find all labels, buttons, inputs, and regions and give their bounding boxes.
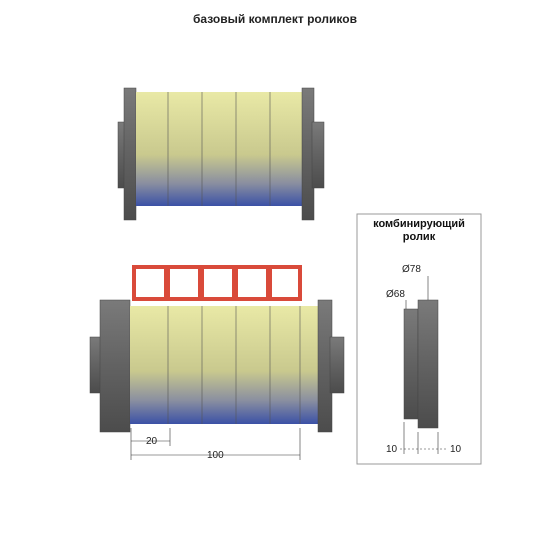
spacer-frames	[132, 265, 302, 301]
dim-label-20: 20	[146, 436, 158, 447]
spacer-frame	[268, 265, 302, 301]
combining-roller-title: комбинирующий ролик	[358, 218, 480, 244]
dim-label-100: 100	[207, 450, 224, 461]
spacer-frame	[132, 265, 168, 301]
spacer-frame	[166, 265, 202, 301]
bottom-roller-assembly	[89, 299, 345, 433]
bottom-dimensions: 20 100	[130, 428, 301, 461]
top-right-axle	[311, 121, 325, 189]
top-roller-body	[136, 92, 304, 206]
combining-roller-large	[417, 299, 439, 429]
bottom-right-axle	[329, 336, 345, 394]
bottom-left-flange	[99, 299, 131, 433]
dim-label-10-right: 10	[450, 444, 462, 455]
top-left-flange	[123, 87, 137, 221]
combining-roller-panel: Ø78 Ø68 10 10	[356, 213, 482, 465]
diagram-title: базовый комплект роликов	[193, 12, 357, 26]
dim-label-10-left: 10	[386, 444, 398, 455]
bottom-roller-body	[130, 306, 320, 424]
dim-label-d78: Ø78	[402, 264, 421, 275]
dim-label-d68: Ø68	[386, 289, 405, 300]
combining-roller-title-line1: комбинирующий	[373, 218, 465, 230]
combining-roller-title-line2: ролик	[402, 231, 436, 243]
spacer-frame	[200, 265, 236, 301]
top-roller-assembly	[117, 87, 325, 221]
spacer-frame	[234, 265, 270, 301]
combining-roller-small	[403, 308, 419, 420]
